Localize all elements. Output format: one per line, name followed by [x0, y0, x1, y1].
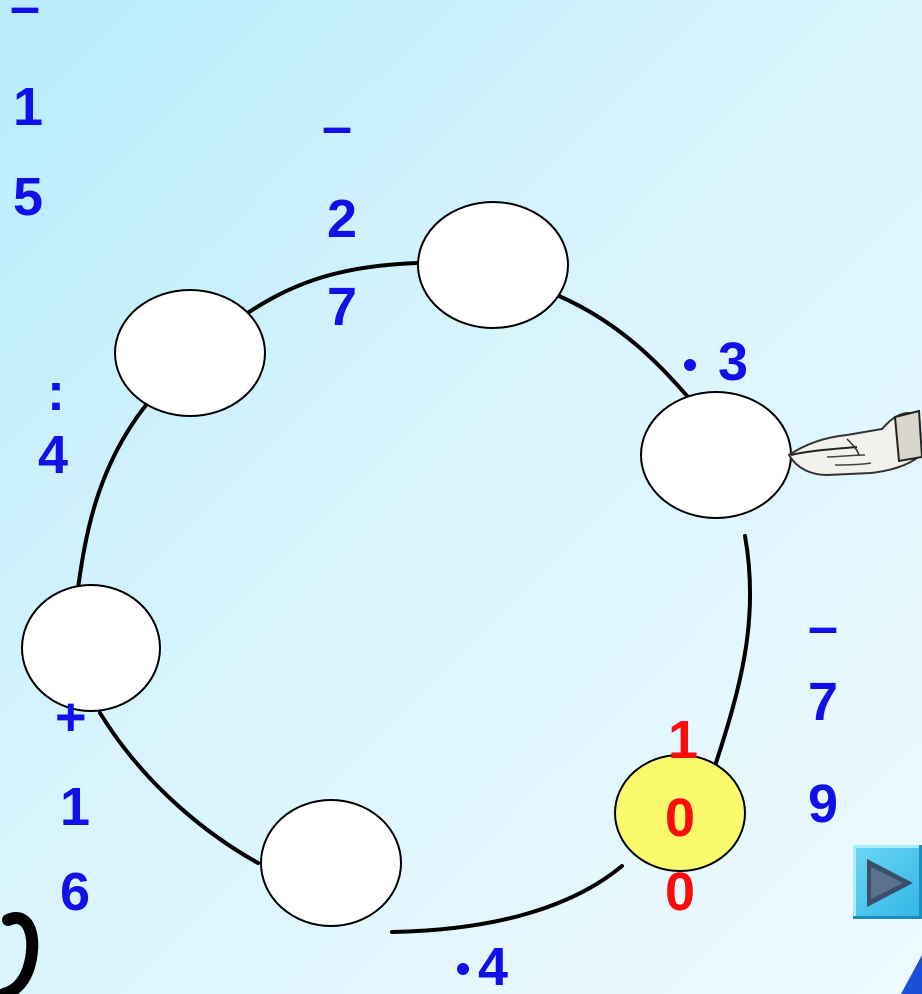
operation-sign: –	[808, 597, 838, 657]
answer-oval-top[interactable]	[418, 202, 568, 328]
corner-arrow-icon	[895, 955, 922, 994]
multiply-dot-icon	[457, 963, 469, 975]
operation-digit: 5	[13, 167, 43, 227]
answer-oval-bottom[interactable]	[261, 800, 401, 926]
connector-left	[78, 405, 146, 588]
corner-swirl-icon	[0, 900, 40, 994]
connector-bottom-left	[100, 713, 258, 863]
operation-digit: 9	[808, 774, 838, 834]
operation-sign: –	[10, 0, 40, 37]
connector-top-right	[559, 296, 703, 415]
operation-plus-16: + 1 6	[55, 687, 90, 922]
operation-sign: :	[47, 362, 65, 422]
operation-minus-79: – 7 9	[808, 597, 838, 834]
start-value: 1 0 0	[665, 710, 698, 922]
operation-minus-27: – 2 7	[322, 97, 357, 337]
operation-digit: 2	[327, 189, 357, 249]
operation-times-4: 4	[457, 937, 508, 994]
operation-digit: 7	[808, 672, 838, 732]
start-digit-2: 0	[665, 788, 695, 848]
connector-right	[713, 536, 750, 772]
operation-times-3: 3	[684, 332, 748, 392]
answer-oval-left[interactable]	[22, 585, 160, 711]
operation-digit: 3	[718, 332, 748, 392]
multiply-dot-icon	[684, 359, 696, 371]
pointing-hand-icon	[789, 411, 922, 475]
answer-oval-right[interactable]	[641, 392, 791, 518]
operation-sign: –	[322, 97, 352, 157]
start-digit-1: 1	[668, 710, 698, 770]
operation-digit: 4	[38, 425, 68, 485]
operation-sign: +	[55, 687, 87, 747]
operation-minus-15: – 1 5	[10, 0, 43, 227]
operation-digit: 7	[327, 277, 357, 337]
operation-digit: 1	[60, 777, 90, 837]
start-digit-3: 0	[665, 862, 695, 922]
operation-digit: 4	[478, 937, 508, 994]
play-triangle-icon	[863, 857, 915, 909]
operation-digit: 6	[60, 862, 90, 922]
operation-divide-4: : 4	[38, 362, 68, 485]
answer-oval-upper-left[interactable]	[115, 290, 265, 416]
connector-bottom-right	[392, 866, 622, 932]
operation-digit: 1	[13, 77, 43, 137]
next-button[interactable]	[853, 845, 922, 919]
